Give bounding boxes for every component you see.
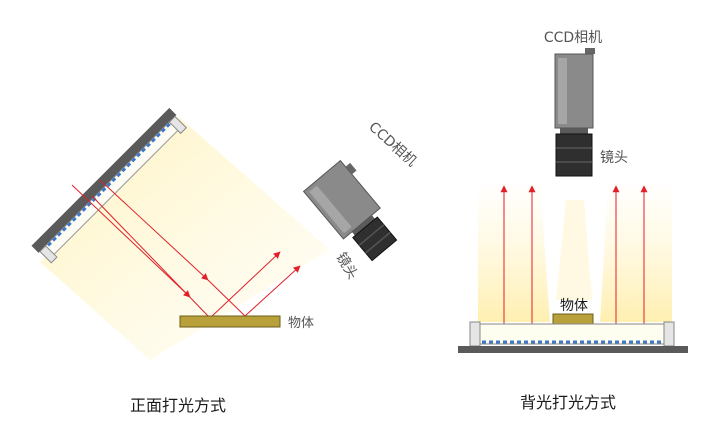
back-light-beam-left	[478, 185, 550, 322]
front-camera	[302, 159, 398, 262]
back-object	[552, 313, 594, 325]
camera-connector	[585, 48, 595, 54]
back-light-beam-center	[556, 200, 592, 300]
front-object-label: 物体	[288, 316, 314, 331]
camera-body	[302, 159, 381, 240]
front-caption: 正面打光方式	[130, 396, 226, 415]
light-panel-end-cap-left	[469, 321, 481, 347]
incident-ray-1	[71, 184, 191, 298]
reflected-ray-1	[209, 251, 281, 319]
incident-ray-4	[207, 279, 246, 317]
incident-ray-2	[91, 195, 211, 319]
camera-lens	[555, 133, 593, 177]
camera-lens	[352, 216, 398, 262]
light-panel-frame	[458, 346, 688, 353]
lens-ring	[358, 224, 385, 246]
front-lens-label: 镜头	[333, 250, 361, 282]
front-object	[179, 315, 281, 328]
reflected-ray-2	[244, 265, 301, 317]
back-lighting-diagram: CCD相机 镜头 物体 背	[458, 30, 688, 412]
back-camera-label: CCD相机	[544, 30, 602, 46]
camera-connector	[345, 162, 357, 175]
camera-mount	[351, 215, 376, 236]
camera-body-highlight	[558, 58, 567, 124]
back-object-label: 物体	[560, 298, 588, 314]
back-lens-label: 镜头	[600, 150, 628, 166]
lens-ring	[365, 231, 391, 254]
light-panel-end-cap-right	[663, 321, 675, 347]
front-light-source	[31, 107, 188, 264]
camera-body-highlight	[309, 185, 352, 234]
front-lighting-diagram: 物体 CCD相机 镜头 正面打光方式	[31, 107, 419, 415]
camera-mount	[560, 128, 588, 134]
back-caption: 背光打光方式	[520, 393, 616, 412]
light-panel-frame	[31, 107, 177, 253]
led-strip	[47, 122, 171, 247]
back-light-beam-right	[600, 185, 672, 322]
front-light-beam	[40, 118, 330, 360]
back-light-source	[458, 321, 688, 353]
light-panel-end-cap-left	[39, 245, 58, 264]
incident-ray-3	[99, 179, 209, 281]
front-camera-label: CCD相机	[365, 119, 419, 170]
back-camera	[554, 48, 595, 177]
light-panel-end-cap-right	[168, 115, 188, 135]
